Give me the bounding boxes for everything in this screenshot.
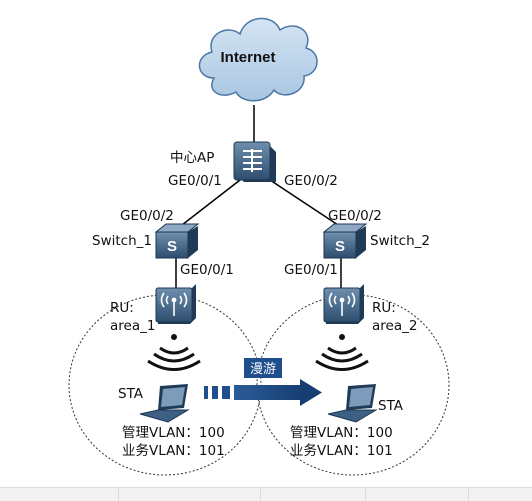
sta-2-label: STA — [378, 398, 404, 414]
sta-2-laptop — [327, 384, 378, 423]
sta-2-mgmt-vlan: 管理VLAN：100 — [290, 425, 393, 441]
ap-icon — [243, 149, 262, 172]
sta-1-service-vlan: 业务VLAN：101 — [122, 443, 225, 459]
switch-1-label: Switch_1 — [92, 233, 152, 249]
ru-2-label-line2: area_2 — [372, 318, 417, 334]
wireless-icon — [160, 292, 188, 316]
internet-label: Internet — [220, 49, 275, 66]
center-ap-device — [233, 141, 276, 182]
sta-1-label: STA — [118, 386, 144, 402]
roam-arrow — [204, 379, 322, 406]
center-ap-port-right: GE0/0/2 — [284, 173, 338, 189]
switch-2-port-top: GE0/0/2 — [328, 208, 382, 224]
ru-2-label-line1: RU: — [372, 300, 396, 316]
toolbar-divider — [365, 488, 366, 501]
sta-2-service-vlan: 业务VLAN：101 — [290, 443, 393, 459]
ru-1-label-line2: area_1 — [110, 318, 155, 334]
center-ap-label: 中心AP — [170, 150, 214, 166]
sta-1-laptop — [139, 384, 190, 423]
wireless-icon — [328, 292, 356, 316]
toolbar-divider — [468, 488, 469, 501]
roam-label-box — [244, 358, 282, 378]
internet-cloud: Internet — [198, 17, 318, 102]
link-ap-switch2 — [269, 179, 339, 226]
ru-2-device — [323, 284, 364, 324]
switch-2-port-bottom: GE0/0/1 — [284, 262, 338, 278]
switch-1-port-top: GE0/0/2 — [120, 208, 174, 224]
switch-icon: S — [167, 238, 177, 255]
link-ap-switch1 — [181, 179, 241, 226]
radio-waves-1 — [147, 334, 201, 371]
ru-1-label-line1: RU: — [110, 300, 134, 316]
switch-icon: S — [335, 238, 345, 255]
toolbar-divider — [118, 488, 119, 501]
bottom-toolbar — [0, 487, 532, 501]
radio-waves-2 — [315, 334, 369, 371]
toolbar-divider — [260, 488, 261, 501]
center-ap-port-left: GE0/0/1 — [168, 173, 222, 189]
ru-1-device — [155, 284, 196, 324]
switch-1-port-bottom: GE0/0/1 — [180, 262, 234, 278]
switch-1-device: S — [154, 223, 200, 259]
sta-1-mgmt-vlan: 管理VLAN：100 — [122, 425, 225, 441]
switch-2-device: S — [322, 223, 368, 259]
switch-2-label: Switch_2 — [370, 233, 430, 249]
roam-label: 漫游 — [250, 362, 276, 377]
